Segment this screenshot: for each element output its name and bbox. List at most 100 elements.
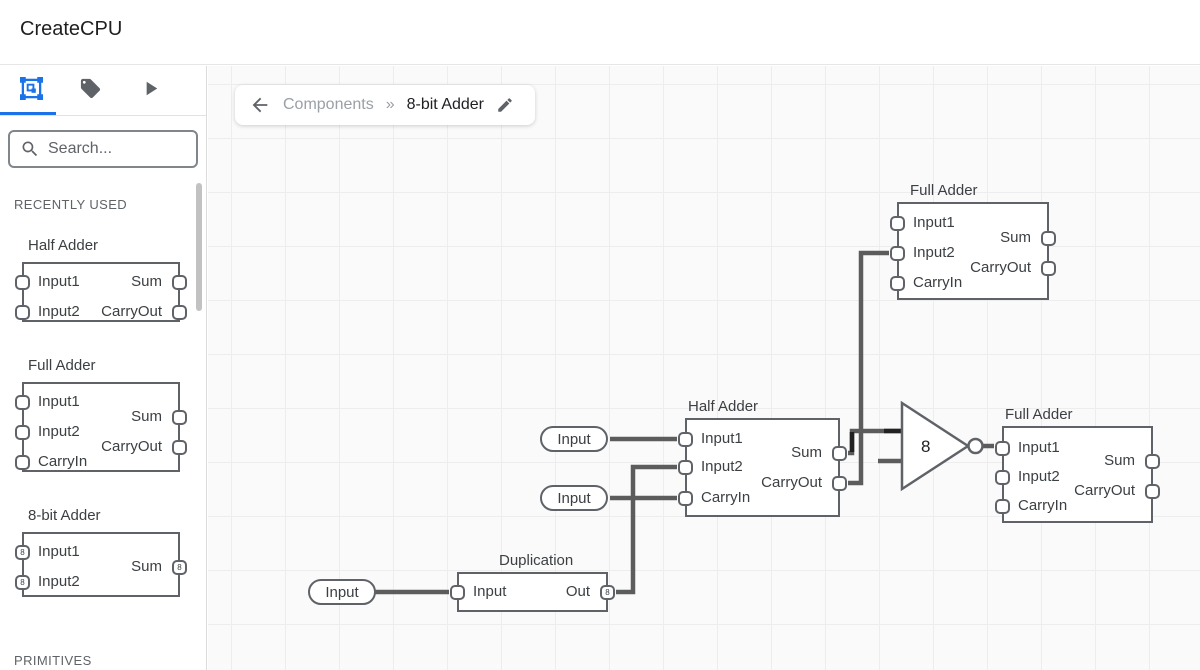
port-label: Sum bbox=[791, 444, 822, 461]
play-icon bbox=[146, 81, 157, 95]
component-sidebar: RECENTLY USED Half Adder Input1 Input2 S… bbox=[0, 66, 207, 670]
tab-run[interactable] bbox=[136, 74, 164, 102]
port-carryout[interactable] bbox=[832, 476, 847, 491]
tag-icon bbox=[80, 78, 100, 98]
breadcrumb-separator: » bbox=[385, 96, 395, 113]
tab-components[interactable] bbox=[17, 74, 45, 102]
port-label: Sum bbox=[131, 273, 162, 290]
node-duplication[interactable]: Duplication Input 8 Out bbox=[450, 552, 615, 612]
port-label: CarryIn bbox=[701, 489, 751, 506]
port-input2[interactable] bbox=[15, 305, 30, 320]
port-carryin[interactable] bbox=[890, 276, 905, 291]
port-input2[interactable] bbox=[15, 425, 30, 440]
section-recently-used: RECENTLY USED bbox=[14, 197, 128, 212]
breadcrumb-current: 8-bit Adder bbox=[406, 96, 485, 113]
search-icon bbox=[22, 141, 38, 157]
port-label: CarryIn bbox=[913, 274, 963, 291]
active-tab-indicator bbox=[0, 112, 56, 115]
node-half-adder[interactable]: Half Adder Input1 Input2 CarryIn Sum Car… bbox=[678, 398, 847, 517]
port-label: Input2 bbox=[38, 423, 80, 440]
port-label: Input1 bbox=[913, 214, 955, 231]
edit-pencil-icon bbox=[498, 98, 512, 112]
port-carryout[interactable] bbox=[1041, 261, 1056, 276]
node-title: Half Adder bbox=[688, 398, 759, 415]
port-input1[interactable] bbox=[15, 275, 30, 290]
section-primitives: PRIMITIVES bbox=[14, 653, 92, 668]
breadcrumb: Components » 8-bit Adder bbox=[235, 85, 535, 125]
search-input[interactable] bbox=[48, 140, 178, 158]
tabs-divider bbox=[0, 115, 206, 116]
port-label: Sum bbox=[131, 558, 162, 575]
port-carryout[interactable] bbox=[172, 305, 187, 320]
schematic-canvas[interactable] bbox=[208, 66, 1200, 670]
port-label: CarryOut bbox=[101, 303, 162, 320]
port-input1[interactable] bbox=[995, 441, 1010, 456]
port-label: Input1 bbox=[38, 393, 80, 410]
port-sum[interactable] bbox=[172, 410, 187, 425]
port-label: Input2 bbox=[701, 458, 743, 475]
port-label: Input2 bbox=[38, 573, 80, 590]
port-label: Input1 bbox=[38, 543, 80, 560]
input-pin-1[interactable]: Input bbox=[540, 426, 608, 452]
sidebar-scrollbar[interactable] bbox=[196, 183, 202, 311]
port-carryout[interactable] bbox=[172, 440, 187, 455]
node-title: Full Adder bbox=[1005, 406, 1073, 423]
node-full-adder-top[interactable]: Full Adder Input1 Input2 CarryIn Sum Car… bbox=[890, 182, 1056, 300]
back-button[interactable] bbox=[249, 94, 271, 116]
port-label: CarryIn bbox=[38, 453, 88, 470]
node-title: Full Adder bbox=[910, 182, 978, 199]
port-input1[interactable]: 8 bbox=[15, 545, 30, 560]
port-carryout[interactable] bbox=[1145, 484, 1160, 499]
port-out[interactable]: 8 bbox=[600, 585, 615, 600]
card-title-half-adder: Half Adder bbox=[28, 237, 99, 254]
search-box[interactable] bbox=[8, 130, 198, 168]
port-sum[interactable]: 8 bbox=[172, 560, 187, 575]
component-card-half-adder[interactable]: Input1 Input2 Sum CarryOut bbox=[15, 262, 187, 322]
rename-button[interactable] bbox=[496, 96, 514, 114]
card-title-full-adder: Full Adder bbox=[28, 357, 96, 374]
port-input2[interactable] bbox=[995, 470, 1010, 485]
breadcrumb-parent[interactable]: Components bbox=[283, 96, 374, 113]
tab-tags[interactable] bbox=[76, 74, 104, 102]
port-input2[interactable]: 8 bbox=[15, 575, 30, 590]
port-label: Input1 bbox=[1018, 439, 1060, 456]
port-label: Input1 bbox=[701, 430, 743, 447]
port-label: Input1 bbox=[38, 273, 80, 290]
input-pin-2[interactable]: Input bbox=[540, 485, 608, 511]
port-label: Input2 bbox=[913, 244, 955, 261]
component-card-8bit-adder[interactable]: 8 Input1 8 Input2 8 Sum bbox=[15, 532, 187, 597]
port-input1[interactable] bbox=[15, 395, 30, 410]
port-label: Input2 bbox=[38, 303, 80, 320]
port-label: Sum bbox=[131, 408, 162, 425]
port-input1[interactable] bbox=[890, 216, 905, 231]
back-arrow-icon bbox=[252, 97, 268, 113]
port-carryin[interactable] bbox=[15, 455, 30, 470]
port-label: CarryOut bbox=[970, 259, 1031, 276]
port-label: Input2 bbox=[1018, 468, 1060, 485]
port-label: CarryOut bbox=[1074, 482, 1135, 499]
app-title: CreateCPU bbox=[20, 18, 123, 40]
port-input1[interactable] bbox=[678, 432, 693, 447]
port-input2[interactable] bbox=[678, 460, 693, 475]
card-title-8bit-adder: 8-bit Adder bbox=[28, 507, 101, 524]
app-header: CreateCPU bbox=[0, 0, 1200, 65]
input-pin-3[interactable]: Input bbox=[308, 579, 376, 605]
port-label: Sum bbox=[1104, 452, 1135, 469]
port-input[interactable] bbox=[450, 585, 465, 600]
port-label: Out bbox=[565, 583, 590, 600]
port-carryin[interactable] bbox=[995, 499, 1010, 514]
port-carryin[interactable] bbox=[678, 491, 693, 506]
node-full-adder-right[interactable]: Full Adder Input1 Input2 CarryIn Sum Car… bbox=[995, 406, 1160, 523]
port-sum[interactable] bbox=[1041, 231, 1056, 246]
port-label: CarryOut bbox=[761, 474, 822, 491]
port-sum[interactable] bbox=[172, 275, 187, 290]
port-sum[interactable] bbox=[1145, 454, 1160, 469]
components-icon bbox=[19, 76, 43, 100]
port-sum[interactable] bbox=[832, 446, 847, 461]
node-title: Duplication bbox=[499, 552, 574, 569]
component-card-full-adder[interactable]: Input1 Input2 CarryIn Sum CarryOut bbox=[15, 382, 187, 472]
port-label: Input bbox=[473, 583, 507, 600]
port-label: CarryIn bbox=[1018, 497, 1068, 514]
port-input2[interactable] bbox=[890, 246, 905, 261]
